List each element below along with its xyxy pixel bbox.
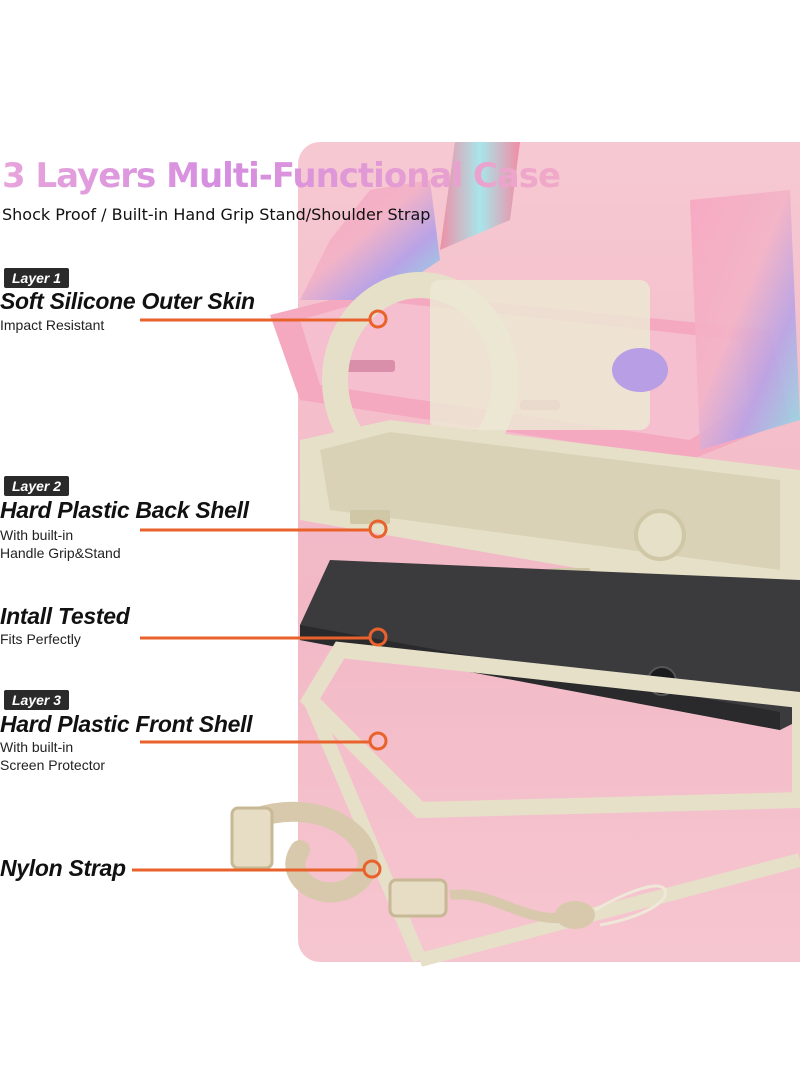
install-desc-line-1: Fits Perfectly <box>0 631 81 647</box>
strap-heading: Nylon Strap <box>0 855 126 881</box>
layer-1-desc-line-1: Impact Resistant <box>0 317 105 333</box>
layer-3-desc-line-2: Screen Protector <box>0 757 106 773</box>
layer-2-desc-line-1: With built-in <box>0 527 74 543</box>
callout-layer-2 <box>140 519 388 539</box>
callout-install <box>140 627 388 647</box>
layer-1-heading: Soft Silicone Outer Skin <box>0 288 255 314</box>
orange-ring-icon <box>368 731 388 751</box>
orange-ring-icon <box>368 519 388 539</box>
layer-2-heading: Hard Plastic Back Shell <box>0 497 249 523</box>
orange-ring-icon <box>362 859 382 879</box>
install-heading: Intall Tested <box>0 603 130 629</box>
page-title: 3 Layers Multi-Functional Case <box>2 156 561 196</box>
layer-3-desc-line-1: With built-in <box>0 739 74 755</box>
page-subtitle: Shock Proof / Built-in Hand Grip Stand/S… <box>2 205 431 224</box>
layer-2-badge: Layer 2 <box>4 476 70 496</box>
callout-strap <box>132 859 382 879</box>
layer-3-heading: Hard Plastic Front Shell <box>0 711 253 737</box>
nylon-strap-shape <box>230 801 667 929</box>
orange-ring-icon <box>368 627 388 647</box>
layer-3-badge: Layer 3 <box>4 690 70 710</box>
back-shell-shape <box>300 420 800 600</box>
layer-1-badge: Layer 1 <box>4 268 70 288</box>
layer-2-desc-line-2: Handle Grip&Stand <box>0 545 121 561</box>
callout-layer-1 <box>140 309 388 329</box>
orange-ring-icon <box>368 309 388 329</box>
callout-layer-3 <box>140 731 388 751</box>
